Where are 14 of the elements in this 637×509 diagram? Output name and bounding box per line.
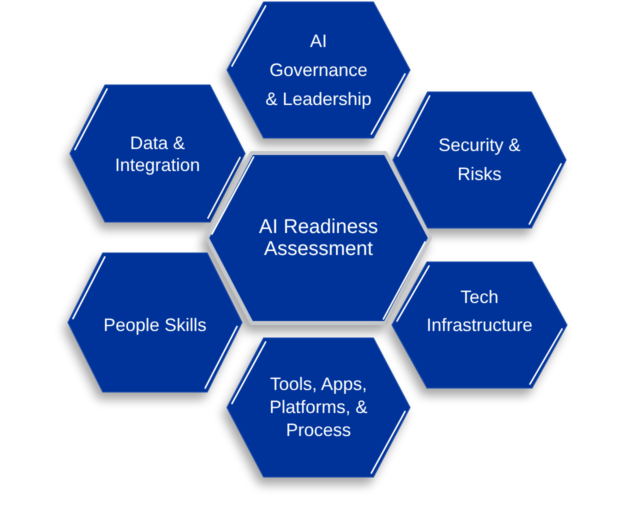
hexagon-node bbox=[207, 153, 430, 323]
hexagon-label: Data & Integration bbox=[114, 132, 202, 176]
hexagon-label: AI Readiness Assessment bbox=[258, 216, 379, 260]
hexagon-node bbox=[227, 2, 410, 138]
hexagon-label: People Skills bbox=[103, 314, 207, 336]
hexagon-node bbox=[68, 253, 242, 392]
hexagon-label: Tools, Apps, Platforms, & Process bbox=[268, 373, 369, 442]
hexagon-label: Security & Risks bbox=[437, 134, 522, 186]
hexagon-label: AI Governance & Leadership bbox=[264, 30, 373, 111]
hexagon-node bbox=[393, 92, 566, 228]
hexagon-node bbox=[392, 262, 567, 388]
hexagon-label: Tech Infrastructure bbox=[425, 286, 534, 337]
hexagon-node bbox=[70, 85, 245, 222]
hexagon-node bbox=[227, 338, 410, 477]
